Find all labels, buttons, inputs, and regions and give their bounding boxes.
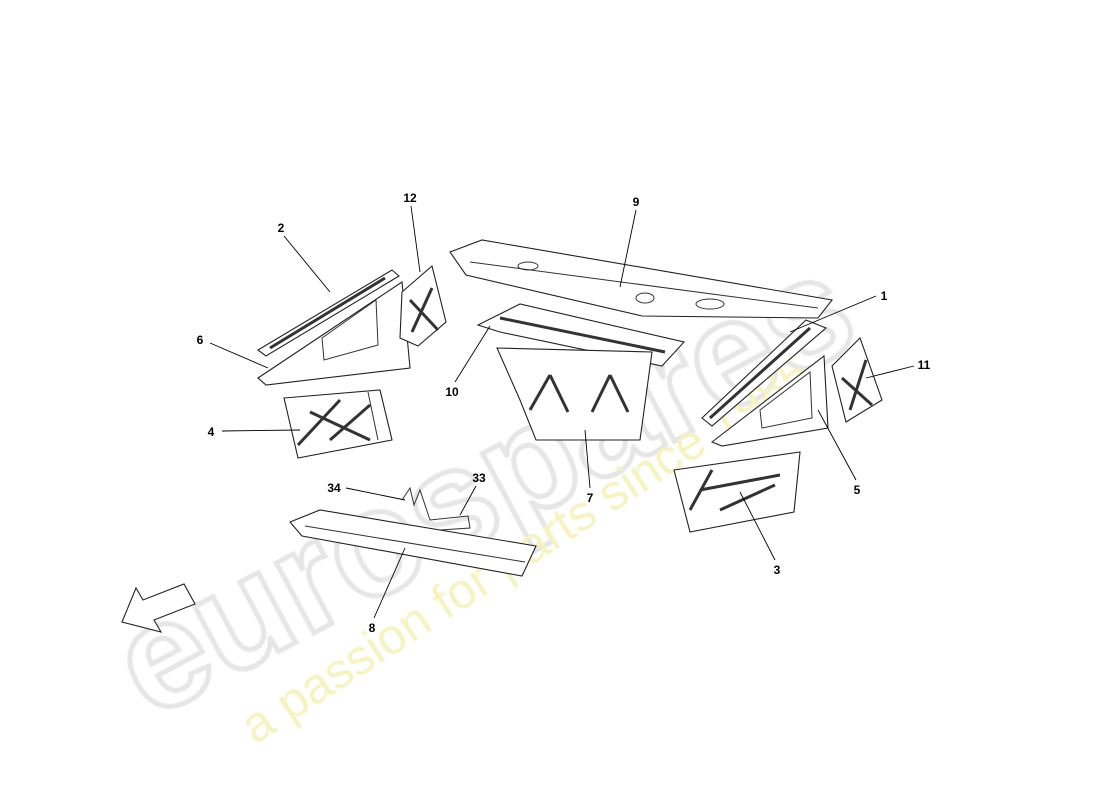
callout-3[interactable]: 3 — [774, 563, 781, 577]
callout-4[interactable]: 4 — [208, 425, 215, 439]
callout-7[interactable]: 7 — [587, 491, 594, 505]
callout-8[interactable]: 8 — [369, 621, 376, 635]
callout-34[interactable]: 34 — [327, 481, 341, 495]
part-6[interactable] — [257, 281, 411, 386]
part-1[interactable] — [701, 319, 828, 427]
callout-11[interactable]: 11 — [918, 358, 931, 372]
callout-12[interactable]: 12 — [403, 191, 417, 205]
callout-5[interactable]: 5 — [854, 483, 861, 497]
arrow-down-left-icon — [121, 583, 196, 633]
callout-1[interactable]: 1 — [881, 289, 888, 303]
part-2[interactable] — [257, 269, 400, 357]
callout-6[interactable]: 6 — [197, 333, 204, 347]
callout-2[interactable]: 2 — [278, 221, 285, 235]
part-9[interactable] — [449, 239, 833, 319]
part-12[interactable] — [399, 264, 447, 347]
part-7[interactable] — [496, 347, 653, 441]
part-11[interactable] — [831, 336, 883, 423]
part-3[interactable] — [673, 451, 801, 533]
callout-33[interactable]: 33 — [472, 471, 486, 485]
part-10[interactable] — [476, 303, 686, 367]
callout-10[interactable]: 10 — [445, 385, 459, 399]
part-33-34-bracket[interactable] — [401, 486, 471, 531]
callout-9[interactable]: 9 — [633, 195, 640, 209]
part-8[interactable] — [289, 509, 537, 577]
part-4[interactable] — [283, 389, 393, 459]
leader-lines — [209, 205, 915, 619]
